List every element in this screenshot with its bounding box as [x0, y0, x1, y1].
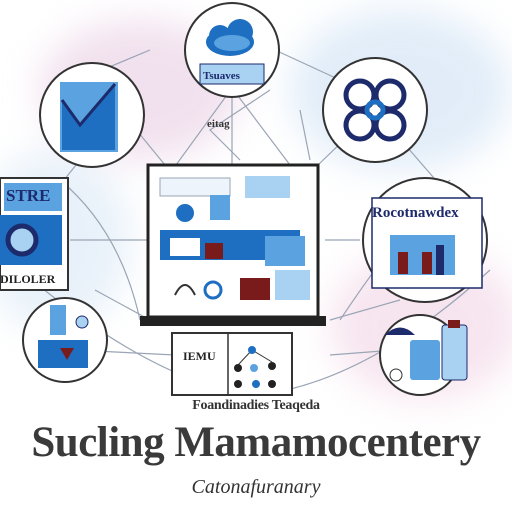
node-graph-icon — [234, 346, 276, 388]
cloud-icon — [199, 19, 265, 85]
screen-card — [159, 177, 231, 197]
node-circle — [322, 57, 428, 163]
chart-node[interactable] — [39, 62, 145, 168]
right-panel-label: Rocotnawdex — [372, 205, 459, 221]
screen-table — [265, 236, 305, 266]
center-text-label: eitag — [207, 118, 230, 130]
chemistry-node[interactable] — [22, 297, 108, 383]
screen-table — [275, 270, 310, 300]
screen-device-icon — [210, 195, 230, 220]
left-panel-bottom-label: DILOLER — [0, 272, 56, 286]
screen-thumb — [205, 243, 223, 259]
panel-header — [4, 183, 62, 211]
screen-thumb — [170, 238, 200, 256]
screen-dot-icon — [176, 204, 194, 222]
bar — [398, 252, 408, 274]
gear-network-icon — [343, 78, 407, 142]
bar — [422, 252, 432, 274]
bottles-icon — [385, 320, 468, 382]
diagram-subtitle: Catonafuranary — [191, 476, 321, 498]
chemistry-icon — [38, 305, 89, 368]
screen-thumb — [240, 278, 270, 300]
document-icon — [178, 343, 222, 373]
laptop-dashboard[interactable] — [140, 163, 326, 326]
cloud-node[interactable] — [184, 2, 280, 98]
gear-network-node[interactable] — [322, 57, 428, 163]
left-panel-node[interactable] — [0, 177, 69, 291]
diagram-caption: Foandinadies Teaqeda — [192, 398, 320, 413]
document-card[interactable] — [171, 332, 293, 396]
screen-ring-icon — [203, 280, 223, 300]
screen-arc-icon — [174, 284, 196, 296]
right-panel-node[interactable] — [362, 177, 488, 303]
bottom-card-label: IEMU — [183, 349, 216, 363]
target-icon — [5, 223, 39, 257]
bottles-node[interactable] — [379, 314, 468, 396]
laptop-base — [140, 316, 326, 326]
diagram-title: Sucling Mamamocentery — [31, 419, 481, 466]
chart-icon — [60, 82, 118, 152]
bar — [436, 245, 444, 275]
cloud-node-label: Tsuaves — [203, 70, 240, 82]
left-panel-label: STRE — [6, 186, 51, 205]
screen-card — [245, 176, 290, 198]
